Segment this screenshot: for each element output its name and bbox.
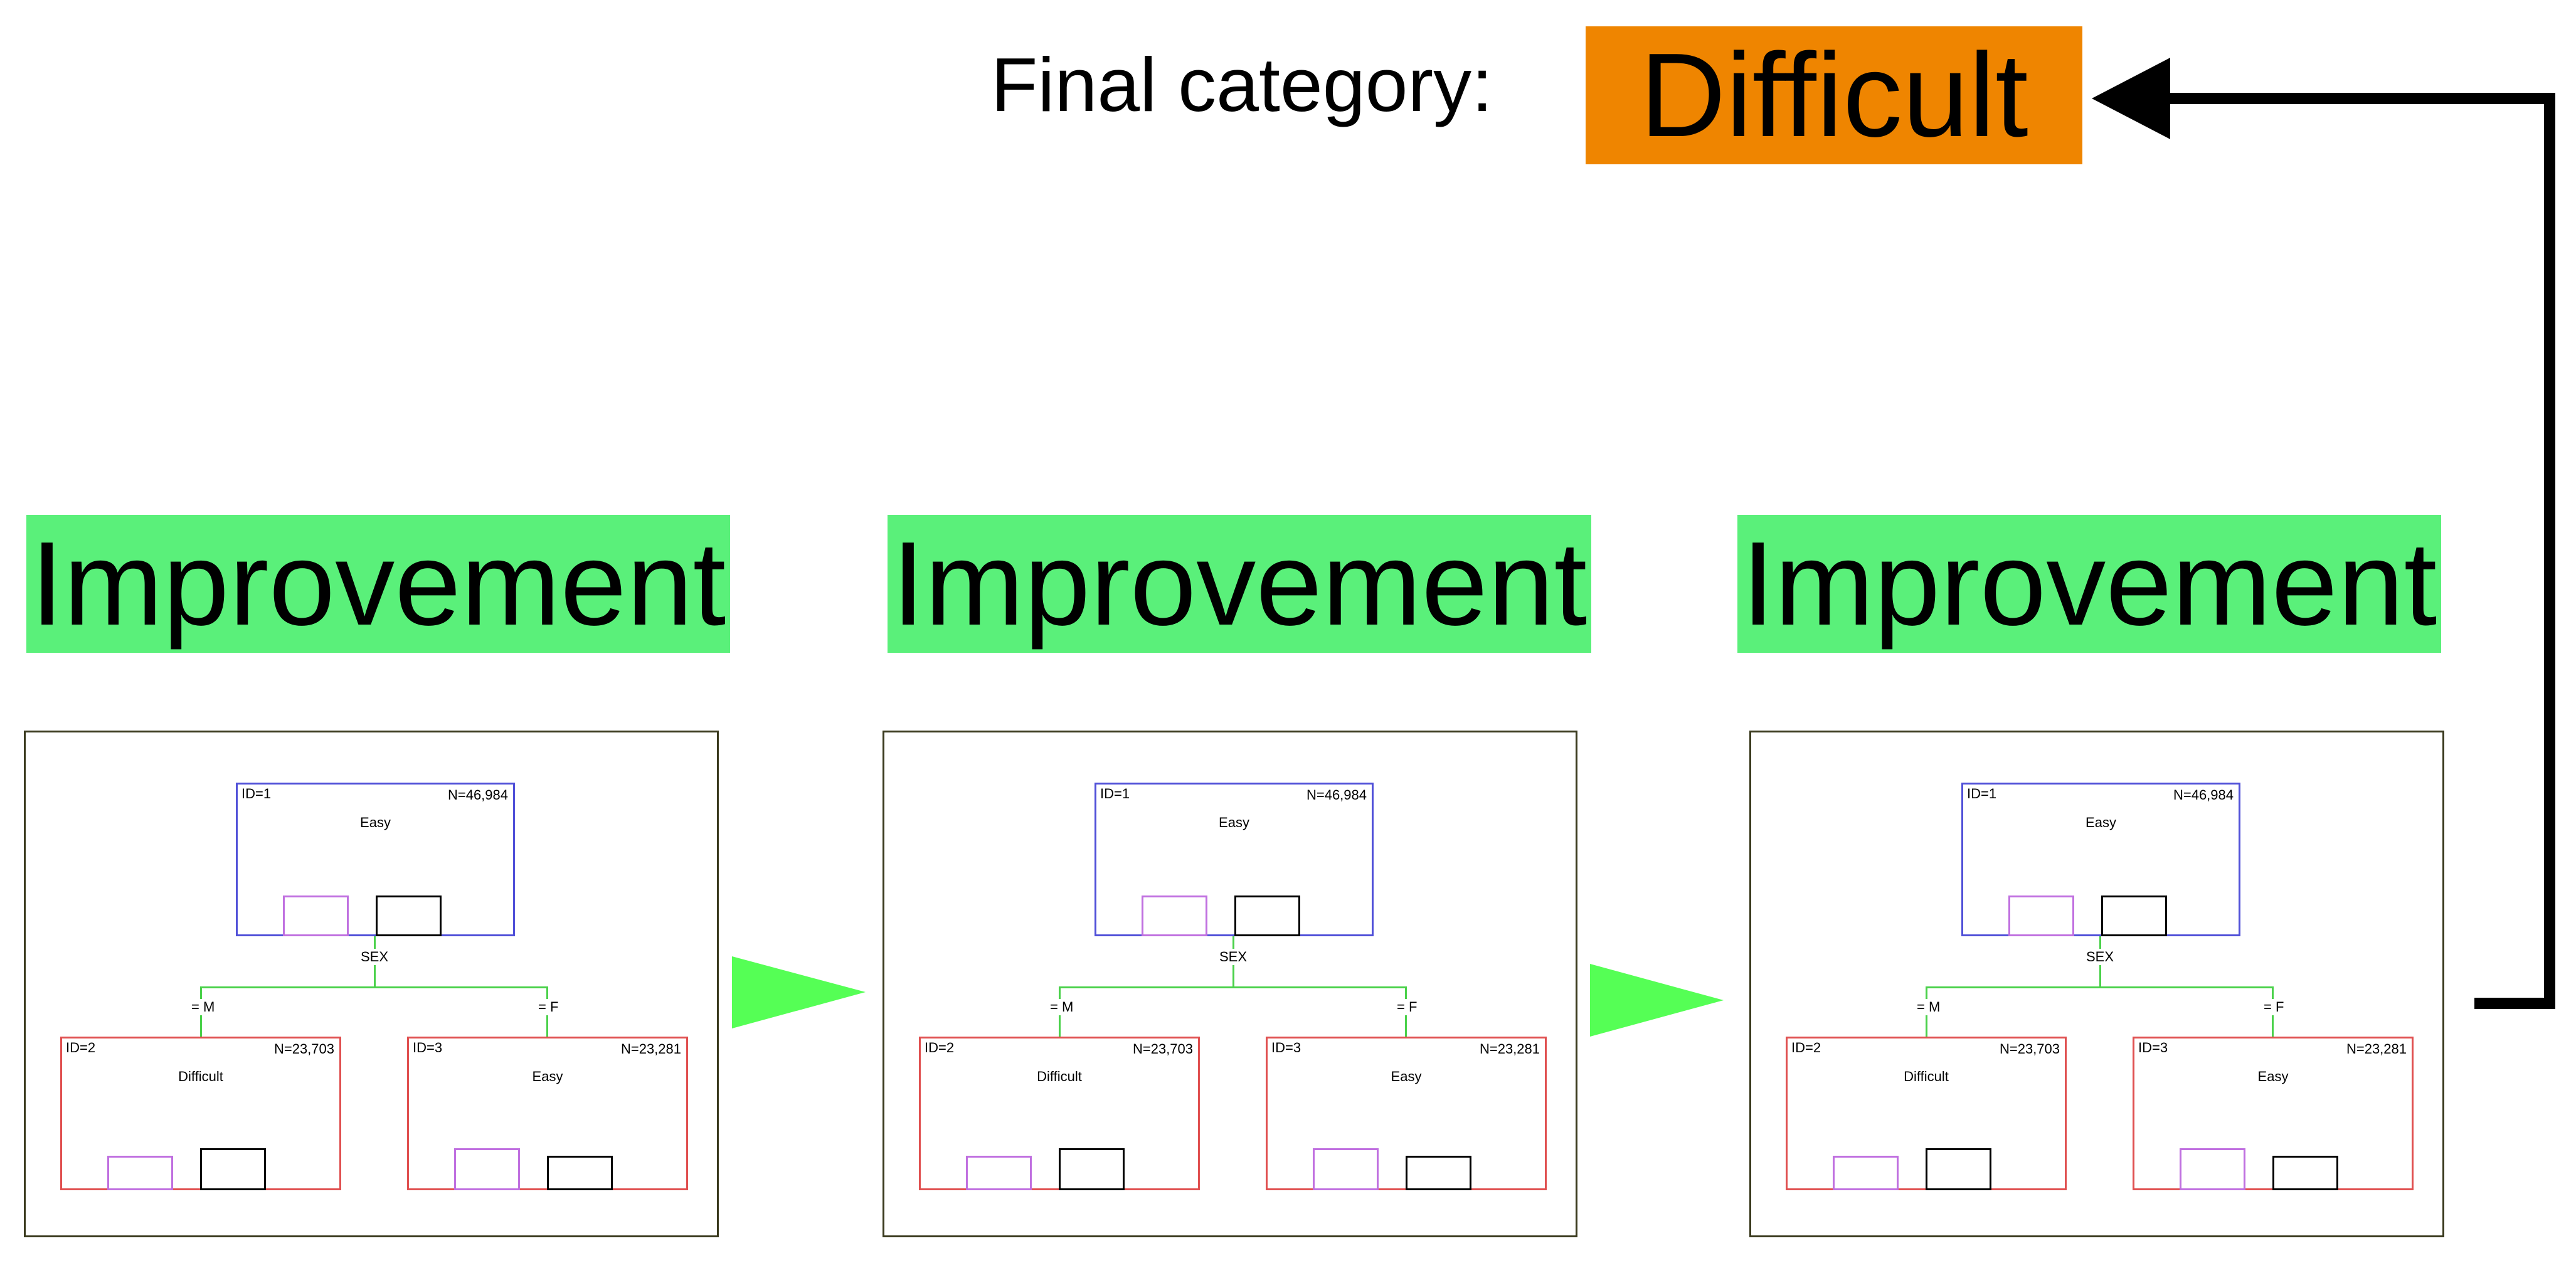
node-class: Easy (2257, 1069, 2289, 1084)
distribution-bar (2008, 896, 2074, 936)
feedback-arrow-line (2158, 93, 2555, 1009)
node-class: Difficult (178, 1069, 223, 1084)
tree-left-node: ID=2 N=23,703 Difficult (60, 1037, 341, 1190)
branch-label-left: = M (190, 999, 216, 1015)
tree-root-node: ID=1 N=46,984 Easy (1961, 783, 2240, 936)
node-id: ID=2 (66, 1040, 96, 1055)
node-count: N=46,984 (1306, 787, 1367, 803)
branch-label-right: = F (1396, 999, 1419, 1015)
node-count: N=46,984 (2173, 787, 2234, 803)
distribution-bar (2180, 1148, 2245, 1190)
stage-1-label: Improvement (26, 515, 730, 653)
node-id: ID=3 (1271, 1040, 1301, 1055)
node-id: ID=3 (413, 1040, 443, 1055)
distribution-bar (107, 1156, 173, 1190)
distribution-bar (966, 1156, 1032, 1190)
stage-2-to-3-arrow (1590, 964, 1724, 1037)
stage-1-to-2-arrow (732, 956, 866, 1028)
node-class: Difficult (1904, 1069, 1949, 1084)
tree-root-node: ID=1 N=46,984 Easy (236, 783, 515, 936)
distribution-bar (2101, 896, 2167, 936)
node-id: ID=2 (1791, 1040, 1821, 1055)
distribution-bar (1059, 1148, 1125, 1190)
tree-right-node: ID=3 N=23,281 Easy (407, 1037, 688, 1190)
feedback-arrow-head (2092, 58, 2170, 139)
node-class: Easy (532, 1069, 563, 1084)
node-class: Easy (2086, 815, 2116, 830)
tree-right-node: ID=3 N=23,281 Easy (1266, 1037, 1547, 1190)
node-class: Easy (1391, 1069, 1422, 1084)
split-variable: SEX (2085, 949, 2116, 965)
node-count: N=23,703 (273, 1041, 334, 1057)
node-id: ID=1 (1100, 786, 1130, 801)
distribution-bar (454, 1148, 520, 1190)
tree-right-node: ID=3 N=23,281 Easy (2133, 1037, 2414, 1190)
node-count: N=23,281 (620, 1041, 681, 1057)
stage-2-label: Improvement (888, 515, 1591, 653)
distribution-bar (376, 896, 442, 936)
distribution-bar (1142, 896, 1207, 936)
node-count: N=23,281 (2346, 1041, 2407, 1057)
distribution-bar (1406, 1156, 1471, 1190)
node-count: N=46,984 (447, 787, 508, 803)
tree-root-node: ID=1 N=46,984 Easy (1095, 783, 1374, 936)
tree-panel-2: ID=1 N=46,984 Easy SEX = M = F ID=2 N=23… (883, 731, 1577, 1237)
tree-edge (1926, 986, 2274, 988)
tree-panel-3: ID=1 N=46,984 Easy SEX = M = F ID=2 N=23… (1749, 731, 2444, 1237)
distribution-bar (1313, 1148, 1379, 1190)
node-count: N=23,281 (1479, 1041, 1540, 1057)
node-class: Difficult (1037, 1069, 1082, 1084)
distribution-bar (200, 1148, 266, 1190)
node-id: ID=3 (2138, 1040, 2168, 1055)
tree-edge (1059, 986, 1407, 988)
distribution-bar (547, 1156, 613, 1190)
node-id: ID=2 (925, 1040, 955, 1055)
split-variable: SEX (359, 949, 390, 965)
node-class: Easy (1219, 815, 1249, 830)
distribution-bar (1234, 896, 1300, 936)
branch-label-left: = M (1916, 999, 1942, 1015)
split-variable: SEX (1218, 949, 1249, 965)
node-count: N=23,703 (1999, 1041, 2060, 1057)
node-id: ID=1 (1967, 786, 1997, 801)
final-category-label: Final category: (990, 42, 1493, 127)
distribution-bar (1833, 1156, 1899, 1190)
tree-edge (200, 986, 548, 988)
node-class: Easy (360, 815, 391, 830)
distribution-bar (1926, 1148, 1991, 1190)
final-category-badge: Difficult (1586, 26, 2082, 164)
branch-label-right: = F (2262, 999, 2286, 1015)
node-id: ID=1 (241, 786, 272, 801)
tree-left-node: ID=2 N=23,703 Difficult (919, 1037, 1200, 1190)
branch-label-right: = F (537, 999, 560, 1015)
tree-panel-1: ID=1 N=46,984 Easy SEX = M = F ID=2 N=23… (24, 731, 719, 1237)
tree-left-node: ID=2 N=23,703 Difficult (1786, 1037, 2067, 1190)
stage-3-label: Improvement (1737, 515, 2441, 653)
distribution-bar (283, 896, 349, 936)
distribution-bar (2272, 1156, 2338, 1190)
node-count: N=23,703 (1132, 1041, 1193, 1057)
branch-label-left: = M (1049, 999, 1075, 1015)
